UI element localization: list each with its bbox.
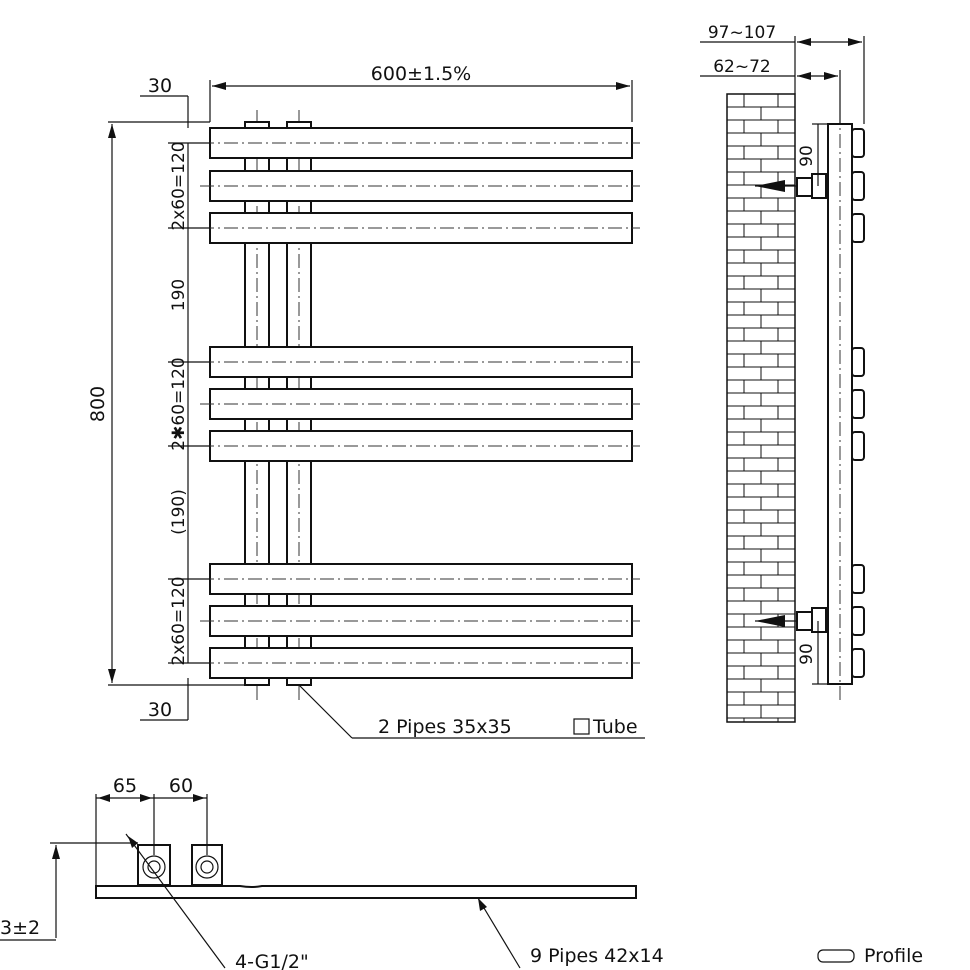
vertical-pipes-label: 2 Pipes 35x35 [378,716,512,738]
total-height-label: 800 [87,386,109,422]
front-view: 600±1.5% 30 30 800 [87,63,645,739]
group2-label: 2✱60=120 [169,357,189,450]
dimension-connectors: 65 60 [95,775,208,886]
connector-spacing-b-label: 60 [169,775,193,797]
dimension-groups: 2x60=120 190 2✱60=120 (190) 2x60=120 [168,141,210,666]
leader-thread: 4-G1/2" [125,833,309,970]
dimension-top-offset: 30 [108,75,210,128]
side-view: 90 90 97~107 62~72 [700,23,865,723]
wall-inner-label: 62~72 [713,57,771,77]
wall-outer-label: 97~107 [708,23,776,43]
tube-label: Tube [592,716,638,738]
brick-wall [726,93,796,723]
dimension-total-height: 800 [87,124,116,683]
dimension-wall-depth: 97~107 62~72 [700,23,865,124]
top-profile [95,885,637,899]
horizontal-pipes-label: 9 Pipes 42x14 [530,945,664,967]
horizontal-bars [200,127,640,679]
gap1-label: 190 [169,279,189,311]
thread-label: 4-G1/2" [235,951,309,970]
top-offset-label: 30 [148,75,172,97]
top-view: 65 60 3±2 4-G1/2" 9 Pipes 42x14 Profile [0,775,923,970]
side-bar-ends [851,128,865,678]
leader-vertical-pipes: 2 Pipes 35x35 Tube [298,684,645,739]
bracket-bottom [755,607,828,633]
profile-label: Profile [864,945,923,967]
square-tube-icon [573,718,590,735]
group3-label: 2x60=120 [169,576,189,665]
dimension-bracket-bottom: 90 [797,621,828,685]
height-label: 3±2 [0,917,40,939]
dimension-bracket-top: 90 [797,123,828,186]
bracket-top [755,173,828,199]
bracket-top-label: 90 [797,145,817,167]
width-label: 600±1.5% [371,63,471,85]
leader-horizontal-pipes: 9 Pipes 42x14 Profile [477,897,923,969]
dimension-bottom-offset: 30 [108,678,245,721]
dimension-width: 600±1.5% [209,63,633,122]
dimension-height: 3±2 [0,842,138,941]
bottom-offset-label: 30 [148,699,172,721]
bracket-bottom-label: 90 [797,643,817,665]
profile-icon [817,949,855,963]
group1-label: 2x60=120 [169,141,189,230]
connector-spacing-a-label: 65 [113,775,137,797]
gap2-label: (190) [169,489,189,535]
